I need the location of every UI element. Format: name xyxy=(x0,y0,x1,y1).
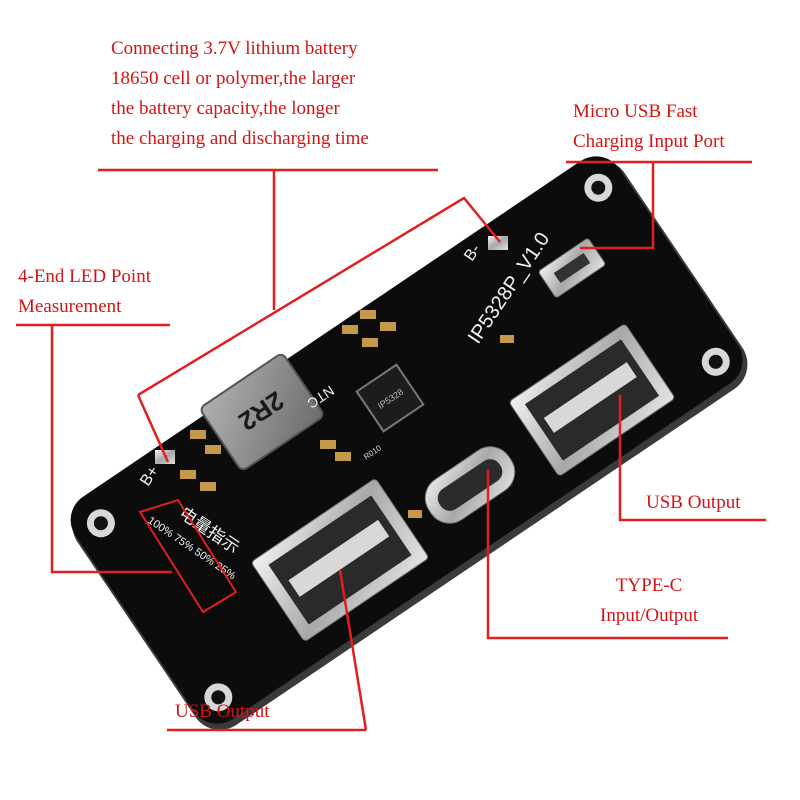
micro-usb-port xyxy=(538,238,606,298)
led-annotation-line-1: 4-End LED Point xyxy=(18,266,151,287)
battery-annotation-line-4: the charging and discharging time xyxy=(111,128,369,149)
usb-a-port-bottom xyxy=(252,479,428,641)
annotation-lines xyxy=(16,160,766,732)
smd-components xyxy=(180,310,514,518)
battery-annotation-line-2: 18650 cell or polymer,the larger xyxy=(111,68,356,89)
micro-usb-annotation-line-1: Micro USB Fast xyxy=(573,101,698,122)
led-annotation-line-2: Measurement xyxy=(18,296,122,317)
b-minus-pad xyxy=(488,236,508,250)
battery-annotation-line-3: the battery capacity,the longer xyxy=(111,98,340,119)
usb-output-bottom-label: USB Output xyxy=(175,701,270,722)
usb-output-bottom-annotation: USB Output xyxy=(175,697,270,727)
led-annotation: 4-End LED Point Measurement xyxy=(18,262,151,322)
type-c-annotation: TYPE-C Input/Output xyxy=(600,571,698,631)
inductor-2r2: 2R2 xyxy=(200,353,324,471)
usb-a-port-right xyxy=(509,324,675,476)
usb-c-port xyxy=(424,446,516,524)
usb-output-right-label: USB Output xyxy=(646,492,741,513)
pcb-board xyxy=(70,156,748,730)
usb-output-right-annotation: USB Output xyxy=(646,488,741,518)
micro-usb-annotation: Micro USB Fast Charging Input Port xyxy=(573,97,725,157)
micro-usb-annotation-line-2: Charging Input Port xyxy=(573,131,725,152)
ic-chip: IP5328 xyxy=(355,363,425,433)
b-minus-silkscreen: B- xyxy=(461,241,484,264)
battery-annotation-line-1: Connecting 3.7V lithium battery xyxy=(111,38,358,59)
type-c-annotation-line-2: Input/Output xyxy=(600,605,699,626)
battery-annotation: Connecting 3.7V lithium battery 18650 ce… xyxy=(111,34,369,154)
type-c-annotation-line-1: TYPE-C xyxy=(615,575,683,596)
